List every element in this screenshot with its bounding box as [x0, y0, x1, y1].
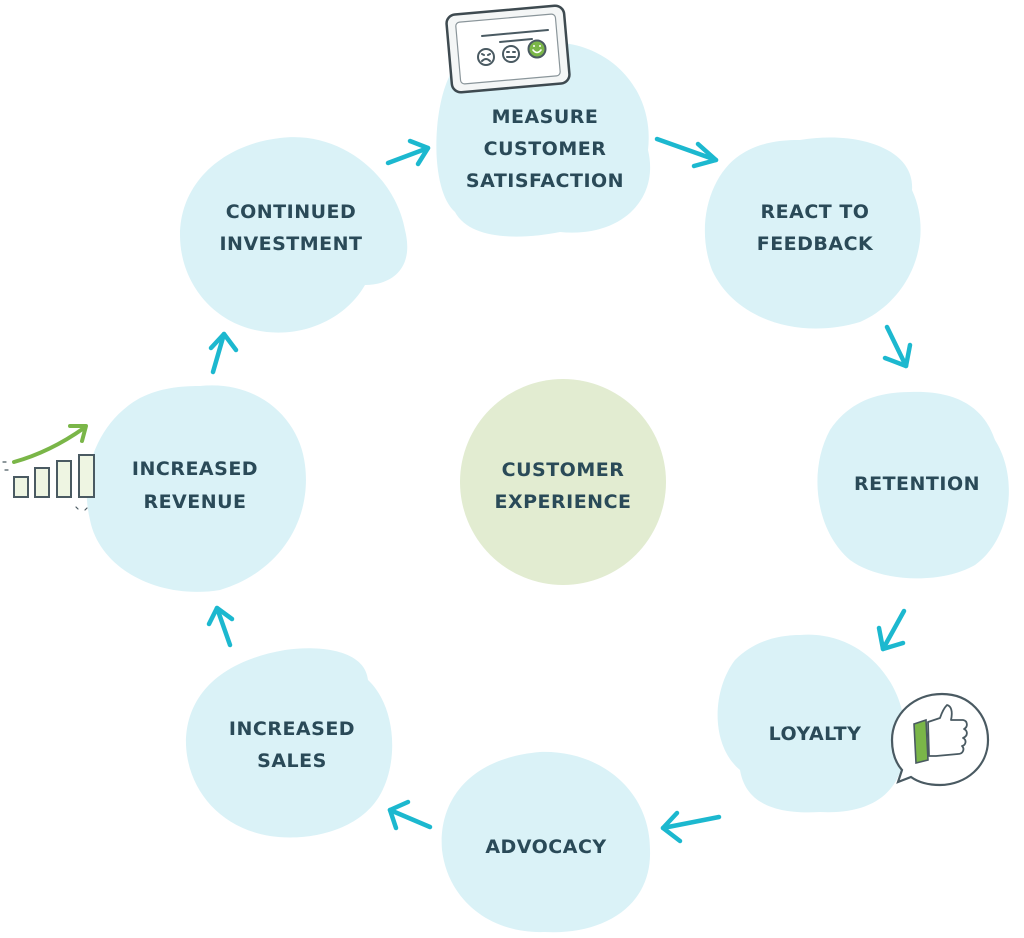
- bubble-continued-investment: [180, 137, 408, 333]
- node-label-loyalty: LOYALTY: [769, 723, 862, 745]
- node-label-react: REACT TO FEEDBACK: [757, 201, 874, 255]
- center-label-line-1: CUSTOMER: [502, 459, 625, 481]
- arrow-sales-to-revenue: [206, 605, 235, 648]
- node-label-line: INVESTMENT: [219, 233, 362, 255]
- node-label-measure: MEASURE CUSTOMER SATISFACTION: [466, 106, 624, 192]
- arrow-react-to-retention: [882, 324, 913, 369]
- arrow-loyalty-to-advocacy: [660, 810, 722, 844]
- node-label-investment: CONTINUED INVESTMENT: [219, 201, 362, 255]
- node-label-retention: RETENTION: [854, 473, 980, 495]
- arrow-measure-to-react: [654, 136, 719, 169]
- node-label-advocacy: ADVOCACY: [485, 836, 606, 858]
- bubble-loyalty: [717, 634, 906, 813]
- bubble-customer-experience: [460, 379, 666, 585]
- bubble-increased-revenue: [86, 385, 306, 592]
- center-label: CUSTOMER EXPERIENCE: [494, 459, 631, 513]
- bubble-retention: [817, 391, 1009, 579]
- growth-chart-icon: [2, 424, 95, 511]
- node-label-line: REACT TO: [761, 201, 870, 223]
- node-label-line: RETENTION: [854, 473, 980, 495]
- node-label-revenue: INCREASED REVENUE: [132, 458, 258, 513]
- center-label-line-2: EXPERIENCE: [494, 491, 631, 513]
- arrow-retention-to-loyalty: [876, 608, 907, 652]
- arrow-revenue-to-investment: [208, 331, 239, 375]
- bubble-advocacy: [441, 751, 651, 933]
- node-label-sales: INCREASED SALES: [229, 718, 355, 772]
- node-label-line: INCREASED: [229, 718, 355, 740]
- arrow-advocacy-to-sales: [387, 799, 433, 831]
- node-label-line: ADVOCACY: [485, 836, 606, 858]
- node-label-line: LOYALTY: [769, 723, 862, 745]
- node-label-line: FEEDBACK: [757, 233, 874, 255]
- node-label-line: INCREASED: [132, 458, 258, 480]
- node-label-line: MEASURE: [492, 106, 599, 128]
- node-label-line: CONTINUED: [226, 201, 357, 223]
- node-label-line: CUSTOMER: [484, 138, 607, 160]
- bubble-increased-sales: [185, 648, 393, 838]
- node-label-line: SATISFACTION: [466, 170, 624, 192]
- thumbs-up-icon: [890, 692, 990, 787]
- node-label-line: SALES: [257, 750, 327, 772]
- node-label-line: REVENUE: [143, 491, 246, 513]
- bubble-react-to-feedback: [704, 137, 921, 329]
- arrow-investment-to-measure: [385, 138, 431, 167]
- satisfaction-tablet-icon: [445, 4, 571, 94]
